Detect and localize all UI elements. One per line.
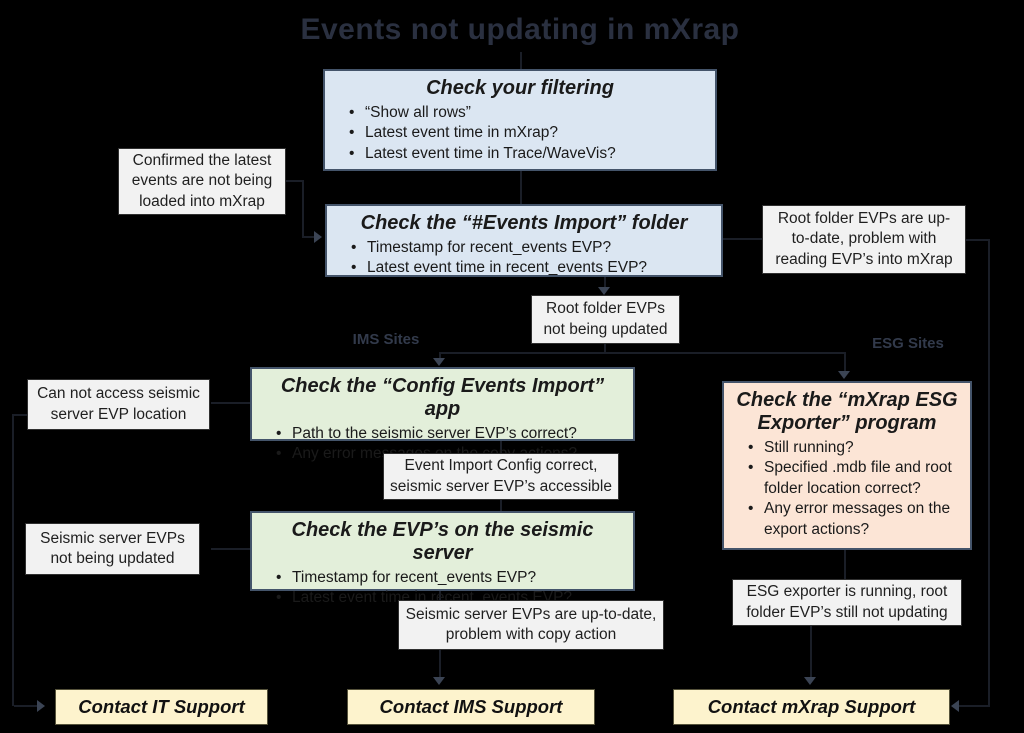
connector-step3-to-cannotaccess [211, 402, 250, 404]
page-title: Events not updating in mXrap [300, 13, 740, 46]
bullet-item: Any error messages on the export actions… [748, 499, 960, 540]
step-check-evp-seismic-server: Check the EVP’s on the seismic server Ti… [250, 511, 635, 609]
branch-label-ims-sites: IMS Sites [352, 331, 420, 348]
connector-branch-horizontal [440, 352, 846, 354]
bullet-item: Timestamp for recent_events EVP? [276, 568, 623, 589]
connector-step2-to-rootnote [604, 277, 606, 289]
connector-cannotaccess-h [12, 414, 27, 416]
connector-step1-to-step2 [520, 171, 522, 204]
connector-esg-branch [844, 352, 846, 372]
outcome-contact-ims-support: Contact IMS Support [347, 689, 595, 725]
step-check-config-events-import: Check the “Config Events Import” app Pat… [250, 367, 635, 465]
connector-into-it-support [14, 705, 38, 707]
outcome-contact-it-support: Contact IT Support [55, 689, 268, 725]
connector-step2-to-rootuptodate [723, 238, 762, 240]
connector-rootnote-down [604, 344, 606, 353]
note-root-evps-uptodate: Root folder EVPs are up-to-date, problem… [762, 205, 966, 274]
step-bullets: Still running? Specified .mdb file and r… [734, 438, 960, 540]
arrowhead-down-icon [838, 371, 850, 379]
step-title: Check the “Config Events Import” app [280, 375, 605, 420]
note-esg-exporter-running: ESG exporter is running, root folder EVP… [732, 579, 962, 626]
bullet-item: “Show all rows” [349, 103, 705, 124]
bullet-item: Timestamp for recent_events EVP? [351, 238, 711, 259]
arrowhead-down-icon [433, 358, 445, 366]
bullet-item: Latest event time in recent_events EVP? [351, 258, 711, 279]
bullet-item: Specified .mdb file and root folder loca… [748, 458, 960, 499]
step-bullets: Timestamp for recent_events EVP? Latest … [337, 238, 711, 279]
connector-left-margin-v [12, 414, 14, 706]
outcome-contact-mxrap-support: Contact mXrap Support [673, 689, 950, 725]
connector-to-mxrap-support [810, 626, 812, 678]
bullet-item: Still running? [748, 438, 960, 459]
arrowhead-right-icon [314, 231, 322, 243]
step-title: Check the “mXrap ESG Exporter” program [736, 389, 958, 434]
connector-orange-to-esgnote [844, 550, 846, 579]
step-bullets: “Show all rows” Latest event time in mXr… [335, 103, 705, 165]
note-event-import-config-correct: Event Import Config correct, seismic ser… [383, 453, 619, 500]
arrowhead-left-icon [951, 700, 959, 712]
connector-rootuptodate-h [966, 239, 990, 241]
connector-ims-branch [439, 352, 441, 359]
connector-right-margin-v [988, 239, 990, 707]
step-check-filtering: Check your filtering “Show all rows” Lat… [323, 69, 717, 171]
connector-confirmed-h1 [286, 180, 304, 182]
arrowhead-down-icon [433, 677, 445, 685]
step-check-events-import-folder: Check the “#Events Import” folder Timest… [325, 204, 723, 279]
note-seismic-evps-not-updated: Seismic server EVPs not being updated [25, 523, 200, 575]
connector-confirmed-h2 [302, 236, 316, 238]
arrowhead-down-icon [804, 677, 816, 685]
note-cannot-access-evp-location: Can not access seismic server EVP locati… [27, 379, 210, 430]
arrowhead-right-icon [37, 700, 45, 712]
arrowhead-down-icon [598, 287, 610, 295]
bullet-item: Latest event time in Trace/WaveVis? [349, 144, 705, 165]
note-confirmed-not-loaded: Confirmed the latest events are not bein… [118, 148, 286, 215]
connector-title-to-step1 [520, 52, 522, 69]
connector-confignote-to-step4 [500, 500, 502, 511]
step-title: Check the EVP’s on the seismic server [291, 519, 594, 564]
connector-step4-to-seismicnote [211, 548, 250, 550]
note-seismic-evps-uptodate: Seismic server EVPs are up-to-date, prob… [398, 600, 664, 650]
note-root-evps-not-updated: Root folder EVPs not being updated [531, 295, 680, 344]
step-check-esg-exporter: Check the “mXrap ESG Exporter” program S… [722, 381, 972, 550]
bullet-item: Latest event time in mXrap? [349, 123, 705, 144]
step-title: Check your filtering [426, 77, 614, 99]
branch-label-esg-sites: ESG Sites [872, 335, 944, 352]
connector-confirmed-v [302, 180, 304, 238]
connector-into-mxrap-support [959, 705, 988, 707]
connector-to-ims-support [439, 650, 441, 678]
step-title: Check the “#Events Import” folder [360, 212, 688, 234]
bullet-item: Path to the seismic server EVP’s correct… [276, 424, 623, 445]
